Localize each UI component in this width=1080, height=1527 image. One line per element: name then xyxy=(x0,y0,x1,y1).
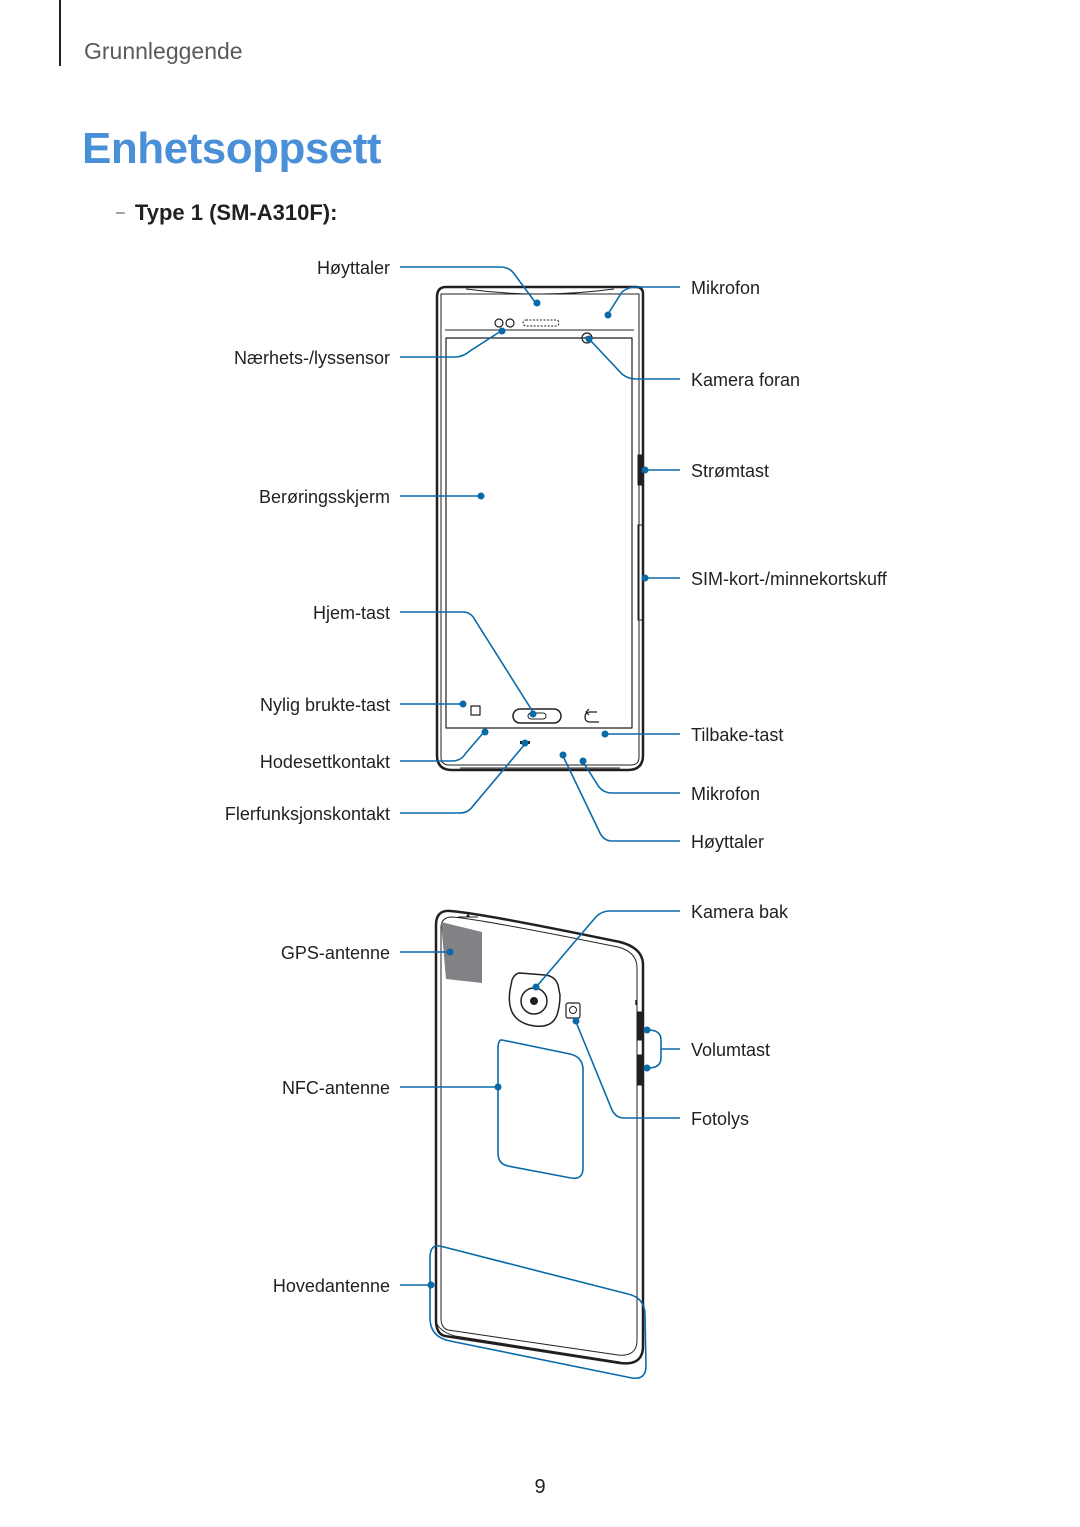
label-mic-bottom: Mikrofon xyxy=(691,784,761,804)
callout-lines xyxy=(400,266,680,1380)
callout-speaker-top xyxy=(400,266,536,303)
phone-back xyxy=(434,909,645,1365)
label-multipurpose-jack: Flerfunksjonskontakt xyxy=(224,804,390,824)
back-key-icon xyxy=(584,708,599,723)
subsection-bullet: – xyxy=(116,204,125,221)
callout-rear-camera xyxy=(536,910,680,987)
phone-front xyxy=(435,285,645,772)
home-key-icon xyxy=(512,708,562,724)
header-rule xyxy=(59,0,61,66)
label-volume-key: Volumtast xyxy=(691,1040,771,1060)
callout-home-key xyxy=(400,611,534,713)
main-antenna-area xyxy=(429,1244,647,1380)
page-number: 9 xyxy=(534,1476,546,1498)
label-recent-apps-key: Nylig brukte-tast xyxy=(259,695,390,715)
label-gps-antenna: GPS-antenne xyxy=(280,943,390,963)
label-nfc-antenna: NFC-antenne xyxy=(281,1078,390,1098)
label-sim-tray: SIM-kort-/minnekortskuff xyxy=(691,569,887,589)
label-rear-camera: Kamera bak xyxy=(691,902,789,922)
label-touchscreen: Berøringsskjerm xyxy=(258,487,390,507)
gps-antenna-area xyxy=(441,922,482,983)
label-flash: Fotolys xyxy=(691,1109,750,1129)
callout-multipurpose-jack xyxy=(400,743,526,814)
nfc-antenna-area xyxy=(497,1039,584,1180)
callout-proximity-sensor xyxy=(400,330,502,358)
callout-front-camera xyxy=(589,339,680,380)
subsection-heading: –Type 1 (SM-A310F): xyxy=(116,200,337,226)
label-main-antenna: Hovedantenne xyxy=(272,1276,390,1296)
callout-mic-bottom xyxy=(582,761,680,794)
label-mic-top: Mikrofon xyxy=(691,278,761,298)
callout-dots xyxy=(427,299,651,1289)
label-front-camera: Kamera foran xyxy=(691,370,801,390)
label-power-key: Strømtast xyxy=(691,461,770,481)
label-speaker-top: Høyttaler xyxy=(316,258,390,278)
front-screen xyxy=(445,337,633,729)
flash-icon xyxy=(565,1002,581,1019)
subsection-label: Type 1 (SM-A310F): xyxy=(134,200,338,225)
callout-headset-jack xyxy=(400,731,485,762)
callout-volume-key xyxy=(647,1029,680,1069)
label-home-key: Hjem-tast xyxy=(312,603,390,623)
rear-camera-icon xyxy=(508,972,561,1028)
page-title: Enhetsoppsett xyxy=(82,124,382,173)
label-proximity-sensor: Nærhets-/lyssensor xyxy=(233,348,390,368)
section-title: Grunnleggende xyxy=(84,38,243,64)
label-headset-jack: Hodesettkontakt xyxy=(259,752,390,772)
recent-apps-icon xyxy=(470,705,481,716)
label-speaker-bottom: Høyttaler xyxy=(691,832,765,852)
callout-speaker-bottom xyxy=(562,755,680,842)
callout-flash xyxy=(575,1021,680,1119)
label-back-key: Tilbake-tast xyxy=(691,725,784,745)
callout-mic-top xyxy=(607,286,680,315)
